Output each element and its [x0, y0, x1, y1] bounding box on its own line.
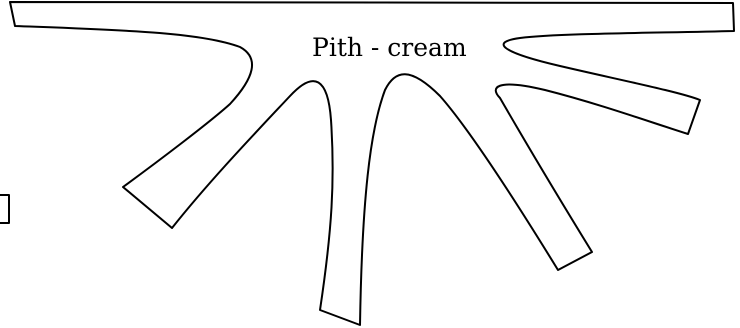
piece-label: Pith - cream — [312, 33, 467, 62]
left-edge-piece-outline — [0, 195, 9, 223]
